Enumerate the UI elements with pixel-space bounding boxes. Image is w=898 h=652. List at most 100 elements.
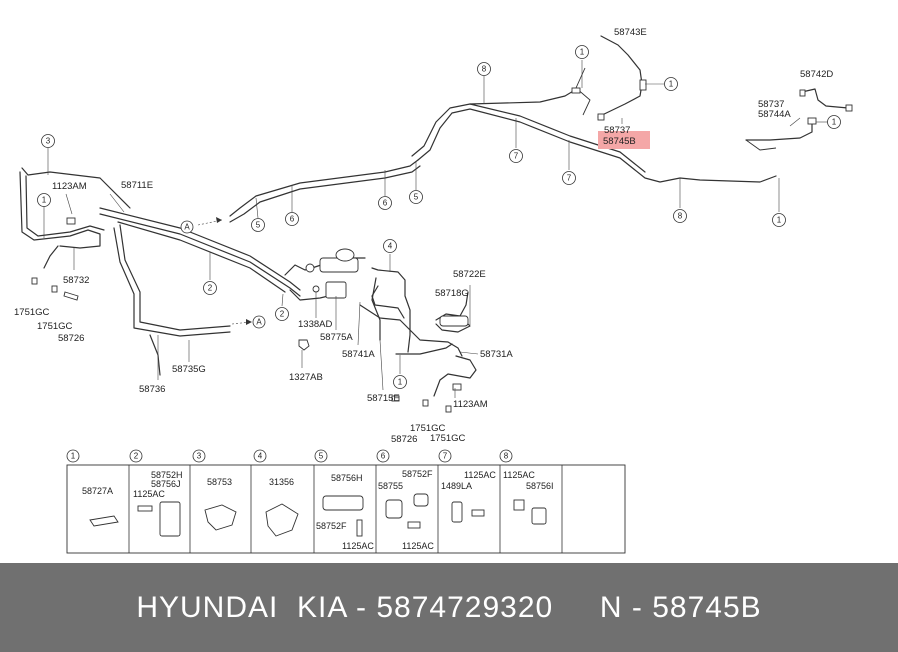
legend-3-part-a: 58753 — [207, 477, 232, 487]
legend-2-part-a: 58752H — [151, 470, 183, 480]
arrow-a-upper-label: A — [184, 223, 190, 232]
label-58741A: 58741A — [342, 349, 375, 360]
label-58736: 58736 — [139, 384, 165, 395]
legend-1-part-a: 58727A — [82, 486, 113, 496]
svg-text:1: 1 — [71, 452, 76, 461]
label-58726-left: 58726 — [58, 333, 84, 344]
callout-1-top: 1 — [575, 45, 589, 59]
label-58775A: 58775A — [320, 332, 353, 343]
legend-5-part-c: 1125AC — [342, 541, 374, 551]
label-58711E: 58711E — [121, 180, 153, 191]
label-58742D: 58742D — [800, 69, 833, 80]
legend-num-1: 1 — [66, 449, 80, 463]
bracket-shape-6b — [413, 493, 429, 507]
svg-text:2: 2 — [208, 284, 213, 293]
callout-7-a: 7 — [509, 149, 523, 163]
svg-text:8: 8 — [504, 452, 509, 461]
brake-pipes — [19, 35, 849, 397]
callout-8-top: 8 — [477, 62, 491, 76]
brake-line-parts-diagram: 1 1 1 8 7 7 8 1 3 1 5 6 6 5 2 2 4 1 A A … — [14, 27, 853, 554]
callout-2-b: 2 — [275, 307, 289, 321]
svg-text:6: 6 — [290, 215, 295, 224]
callout-1-right-top: 1 — [664, 77, 678, 91]
legend-5-part-b: 58752F — [316, 521, 347, 531]
label-58745B: 58745B — [603, 136, 636, 147]
label-58731A: 58731A — [480, 349, 513, 360]
svg-text:7: 7 — [567, 174, 572, 183]
svg-text:6: 6 — [381, 452, 386, 461]
legend-2-part-b: 58756J — [151, 479, 181, 489]
legend-8-part-a: 1125AC — [503, 470, 535, 480]
arrow-a-upper — [180, 217, 223, 234]
callout-4: 4 — [383, 239, 397, 253]
label-58735G: 58735G — [172, 364, 206, 375]
arrow-a-lower-label: A — [256, 318, 262, 327]
svg-text:3: 3 — [46, 137, 51, 146]
footer-banner: HYUNDAI KIA - 5874729320 N - 58745B — [0, 563, 898, 652]
clip-shape-4 — [265, 503, 299, 537]
svg-text:1: 1 — [580, 48, 585, 57]
label-1338AD: 1338AD — [298, 319, 332, 330]
clamp-shape-2 — [159, 501, 181, 537]
svg-text:1: 1 — [42, 196, 47, 205]
label-58744A: 58744A — [758, 109, 791, 120]
legend-4-part-a: 31356 — [269, 477, 294, 487]
label-58732: 58732 — [63, 275, 89, 286]
clip-shape-8 — [531, 507, 547, 525]
label-58715E: 58715E — [367, 393, 400, 404]
callouts: 1 1 1 8 7 7 8 1 3 1 5 6 6 5 2 2 4 1 — [37, 45, 841, 389]
label-1751GC-a: 1751GC — [14, 307, 50, 318]
label-1123AM-left: 1123AM — [52, 181, 87, 192]
svg-text:7: 7 — [443, 452, 448, 461]
callout-1-bottom: 1 — [393, 375, 407, 389]
legend-8-part-b: 58756I — [526, 481, 554, 491]
clip-shape-3 — [204, 504, 237, 531]
legend-num-6: 6 — [376, 449, 390, 463]
svg-text:4: 4 — [388, 242, 393, 251]
clip-shape-7 — [451, 501, 463, 523]
legend-6-part-c: 1125AC — [402, 541, 434, 551]
legend-7-part-a: 1125AC — [464, 470, 496, 480]
highlight-58745B — [598, 131, 650, 149]
svg-text:2: 2 — [280, 310, 285, 319]
svg-text:8: 8 — [482, 65, 487, 74]
legend-num-8: 8 — [499, 449, 513, 463]
svg-text:6: 6 — [383, 199, 388, 208]
label-1751GC-d: 1751GC — [430, 433, 466, 444]
label-58718G: 58718G — [435, 288, 469, 299]
label-58722E: 58722E — [453, 269, 486, 280]
callout-7-b: 7 — [562, 171, 576, 185]
legend-7-part-b: 1489LA — [441, 481, 472, 491]
parts — [31, 79, 853, 413]
callout-6-b: 6 — [285, 212, 299, 226]
svg-text:7: 7 — [514, 152, 519, 161]
bracket-shape-5 — [322, 495, 364, 511]
legend-num-7: 7 — [438, 449, 452, 463]
part-labels: 58743E 58742D 58737 58744A 58737 58745B … — [14, 27, 833, 445]
bolt-shape-2 — [137, 505, 153, 512]
svg-text:2: 2 — [134, 452, 139, 461]
clip-shape-1 — [89, 515, 119, 527]
legend-2-part-c: 1125AC — [133, 489, 165, 499]
callout-1-far-right: 1 — [827, 115, 841, 129]
svg-text:5: 5 — [319, 452, 324, 461]
svg-text:1: 1 — [832, 118, 837, 127]
label-1123AM-bottom: 1123AM — [453, 399, 488, 410]
bracket-shape-6a — [385, 499, 403, 519]
callout-2-a: 2 — [203, 281, 217, 295]
callout-5-a: 5 — [409, 190, 423, 204]
callout-6-a: 6 — [378, 196, 392, 210]
label-58737-right: 58737 — [758, 99, 784, 110]
label-1327AB: 1327AB — [289, 372, 323, 383]
legend-6-part-a: 58755 — [378, 481, 403, 491]
bolt-shape-7 — [471, 509, 485, 517]
bolt-shape-8 — [513, 499, 525, 511]
legend-num-5: 5 — [314, 449, 328, 463]
label-58737-mid: 58737 — [604, 125, 630, 136]
legend-5-part-a: 58756H — [331, 473, 363, 483]
svg-text:1: 1 — [777, 216, 782, 225]
svg-text:3: 3 — [197, 452, 202, 461]
callout-8-right: 8 — [673, 209, 687, 223]
svg-text:4: 4 — [258, 452, 263, 461]
legend-6-part-b: 58752F — [402, 469, 433, 479]
